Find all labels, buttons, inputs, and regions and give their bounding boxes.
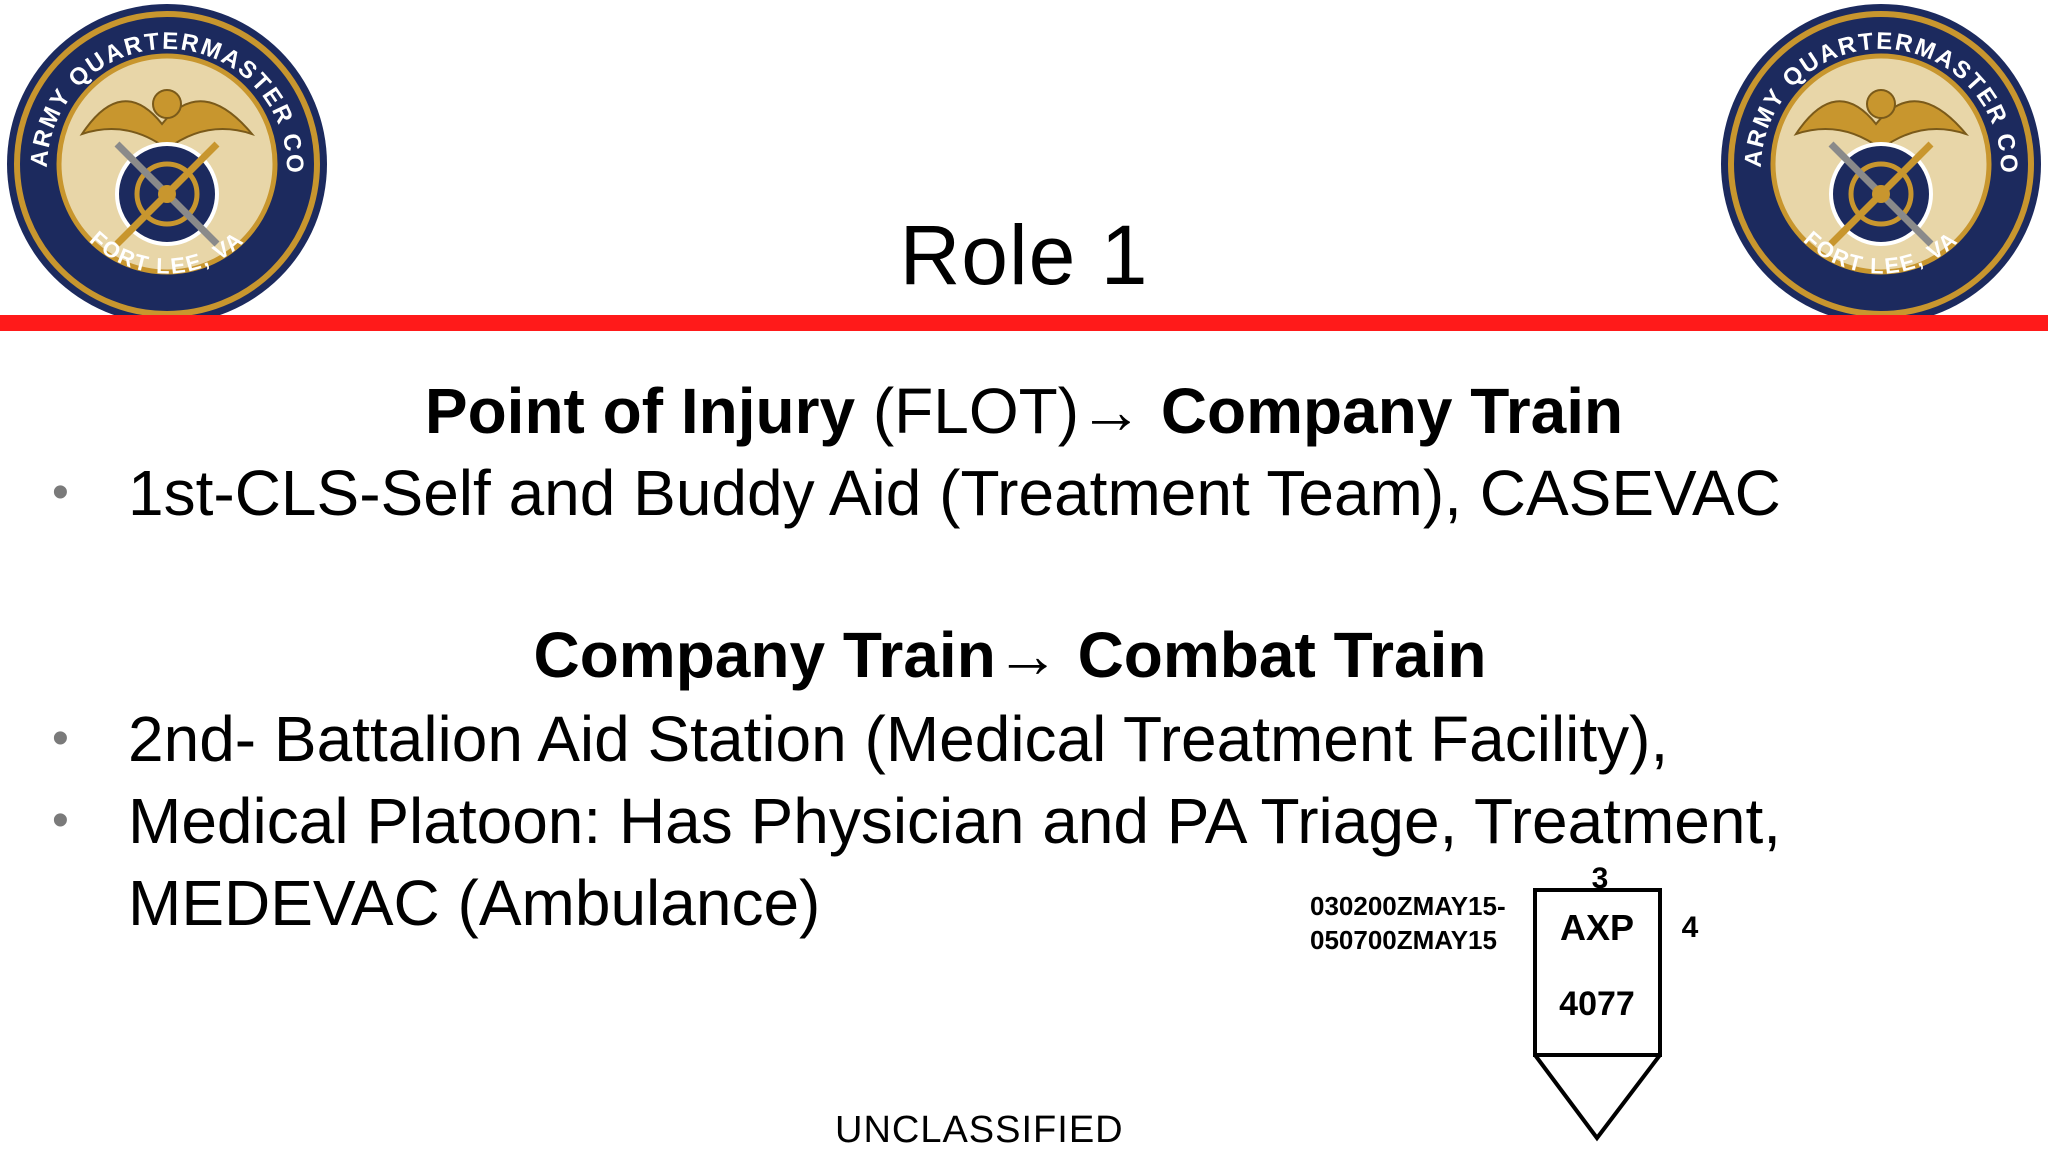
symbol-field-3: 3 [1592,862,1609,895]
section-heading-poi-to-company-train: Point of Injury (FLOT)→ Company Train [0,373,2048,449]
classification-footer: UNCLASSIFIED [835,1109,1124,1151]
symbol-point [1533,1053,1662,1142]
bullet-dot-icon: • [52,466,69,519]
bullet-item: • 1st-CLS-Self and Buddy Aid (Treatment T… [52,452,1781,534]
bullet-dot-icon: • [52,712,69,765]
symbol-unit: 4077 [1559,985,1635,1023]
bullet-item: • Medical Platoon: Has Physician and PA T… [52,780,1781,862]
bullet-continuation: MEDEVAC (Ambulance) [128,867,821,939]
heading-mid: (FLOT)→ [855,375,1161,447]
slide-title: Role 1 [899,208,1149,302]
heading-from: Point of Injury [424,375,856,447]
symbol-code: AXP [1560,907,1634,948]
section-heading-company-to-combat-train: Company Train→ Combat Train [0,617,2034,693]
quartermaster-seal-logo-right: U.S. ARMY QUARTERMASTER CORPS FORT LEE, … [1716,4,2041,324]
quartermaster-seal-logo-left: U.S. ARMY QUARTERMASTER CORPS FORT LEE, … [2,4,327,324]
bullet-text: 2nd- Battalion Aid Station (Medical Trea… [128,703,1669,775]
heading-from: Company Train [533,619,996,691]
ambulance-exchange-point-symbol: 030200ZMAY15- 050700ZMAY15 3 4 AXP 4077 [1310,862,1699,1142]
heading-to: Company Train [1160,375,1624,447]
dtg-end: 050700ZMAY15 [1310,925,1497,955]
bullet-item: • 2nd- Battalion Aid Station (Medical Tre… [52,698,1669,780]
bullet-text: Medical Platoon: Has Physician and PA Tr… [128,785,1781,857]
bullet-text: 1st-CLS-Self and Buddy Aid (Treatment Te… [128,457,1781,529]
title-divider [0,315,2048,331]
heading-arrow: → [995,619,1078,691]
dtg-start: 030200ZMAY15- [1310,891,1506,921]
bullet-dot-icon: • [52,794,69,847]
symbol-field-4: 4 [1682,911,1699,944]
heading-to: Combat Train [1077,619,1487,691]
